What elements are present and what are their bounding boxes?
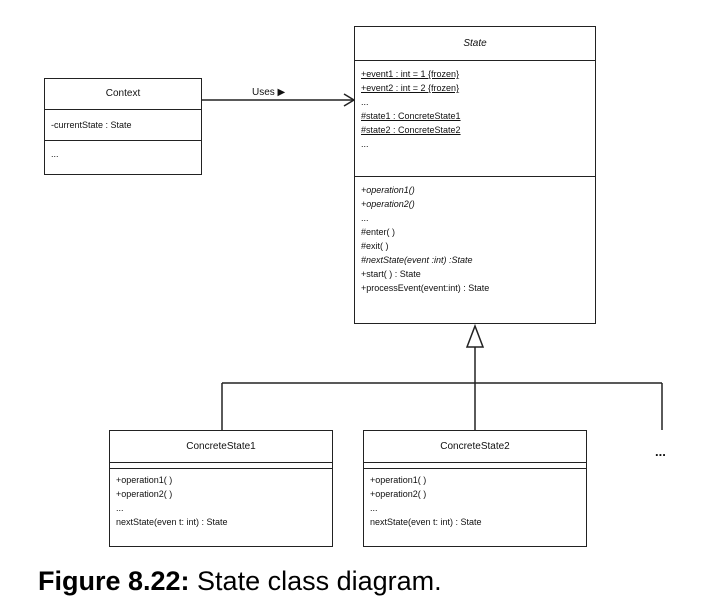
state-attribute: ... — [361, 97, 369, 107]
state-operation: #exit( ) — [361, 241, 389, 251]
concrete-state-2-name: ConcreteState2 — [440, 441, 510, 452]
concrete-state-2-operation: ... — [370, 503, 378, 513]
concrete-state-1-operation: +operation2( ) — [116, 489, 173, 499]
more-subclasses-ellipsis: ... — [655, 444, 666, 459]
figure-caption-text: State class diagram. — [189, 566, 442, 596]
state-attribute: #state2 : ConcreteState2 — [361, 125, 461, 135]
context-operations: ... — [45, 140, 201, 164]
state-attribute: #state1 : ConcreteState1 — [361, 111, 461, 121]
concrete-state-2-attributes — [364, 462, 586, 468]
state-attribute: ... — [361, 139, 369, 149]
concrete-state-2-operation: +operation2( ) — [370, 489, 427, 499]
state-attribute: +event1 : int = 1 {frozen} — [361, 69, 460, 79]
figure-caption-label: Figure 8.22: — [38, 566, 190, 596]
concrete-state-2-operations: +operation1( ) +operation2( ) ... nextSt… — [364, 468, 586, 532]
concrete-state-2-class: ConcreteState2 +operation1( ) +operation… — [363, 430, 587, 547]
state-operation: #nextState(event :int) :State — [361, 255, 473, 265]
concrete-state-1-operation: nextState(even t: int) : State — [116, 517, 228, 527]
context-operation: ... — [51, 149, 59, 159]
state-operation: +operation2() — [361, 199, 415, 209]
state-class-name: State — [463, 38, 487, 49]
concrete-state-2-operation: nextState(even t: int) : State — [370, 517, 482, 527]
concrete-state-1-operation: ... — [116, 503, 124, 513]
context-attributes: -currentState : State — [45, 109, 201, 140]
concrete-state-1-name: ConcreteState1 — [186, 441, 256, 452]
state-operation: +start( ) : State — [361, 269, 421, 279]
uses-association-label: Uses ▶ — [252, 87, 286, 98]
concrete-state-1-operation: +operation1( ) — [116, 475, 173, 485]
state-operations: +operation1() +operation2() ... #enter( … — [355, 176, 595, 298]
concrete-state-1-class: ConcreteState1 +operation1( ) +operation… — [109, 430, 333, 547]
state-attributes: +event1 : int = 1 {frozen} +event2 : int… — [355, 60, 595, 176]
state-operation: +processEvent(event:int) : State — [361, 283, 490, 293]
figure-caption: Figure 8.22: State class diagram. — [38, 566, 442, 597]
concrete-state-2-operation: +operation1( ) — [370, 475, 427, 485]
state-attribute: +event2 : int = 2 {frozen} — [361, 83, 460, 93]
state-operation: +operation1() — [361, 185, 415, 195]
generalization-triangle — [465, 323, 485, 348]
context-class: Context -currentState : State ... — [44, 78, 202, 175]
state-operation: ... — [361, 213, 369, 223]
concrete-state-1-attributes — [110, 462, 332, 468]
state-operation: #enter( ) — [361, 227, 396, 237]
context-class-name: Context — [105, 88, 141, 99]
concrete-state-1-operations: +operation1( ) +operation2( ) ... nextSt… — [110, 468, 332, 532]
context-attribute: -currentState : State — [51, 120, 132, 130]
state-class: State +event1 : int = 1 {frozen} +event2… — [354, 26, 596, 324]
